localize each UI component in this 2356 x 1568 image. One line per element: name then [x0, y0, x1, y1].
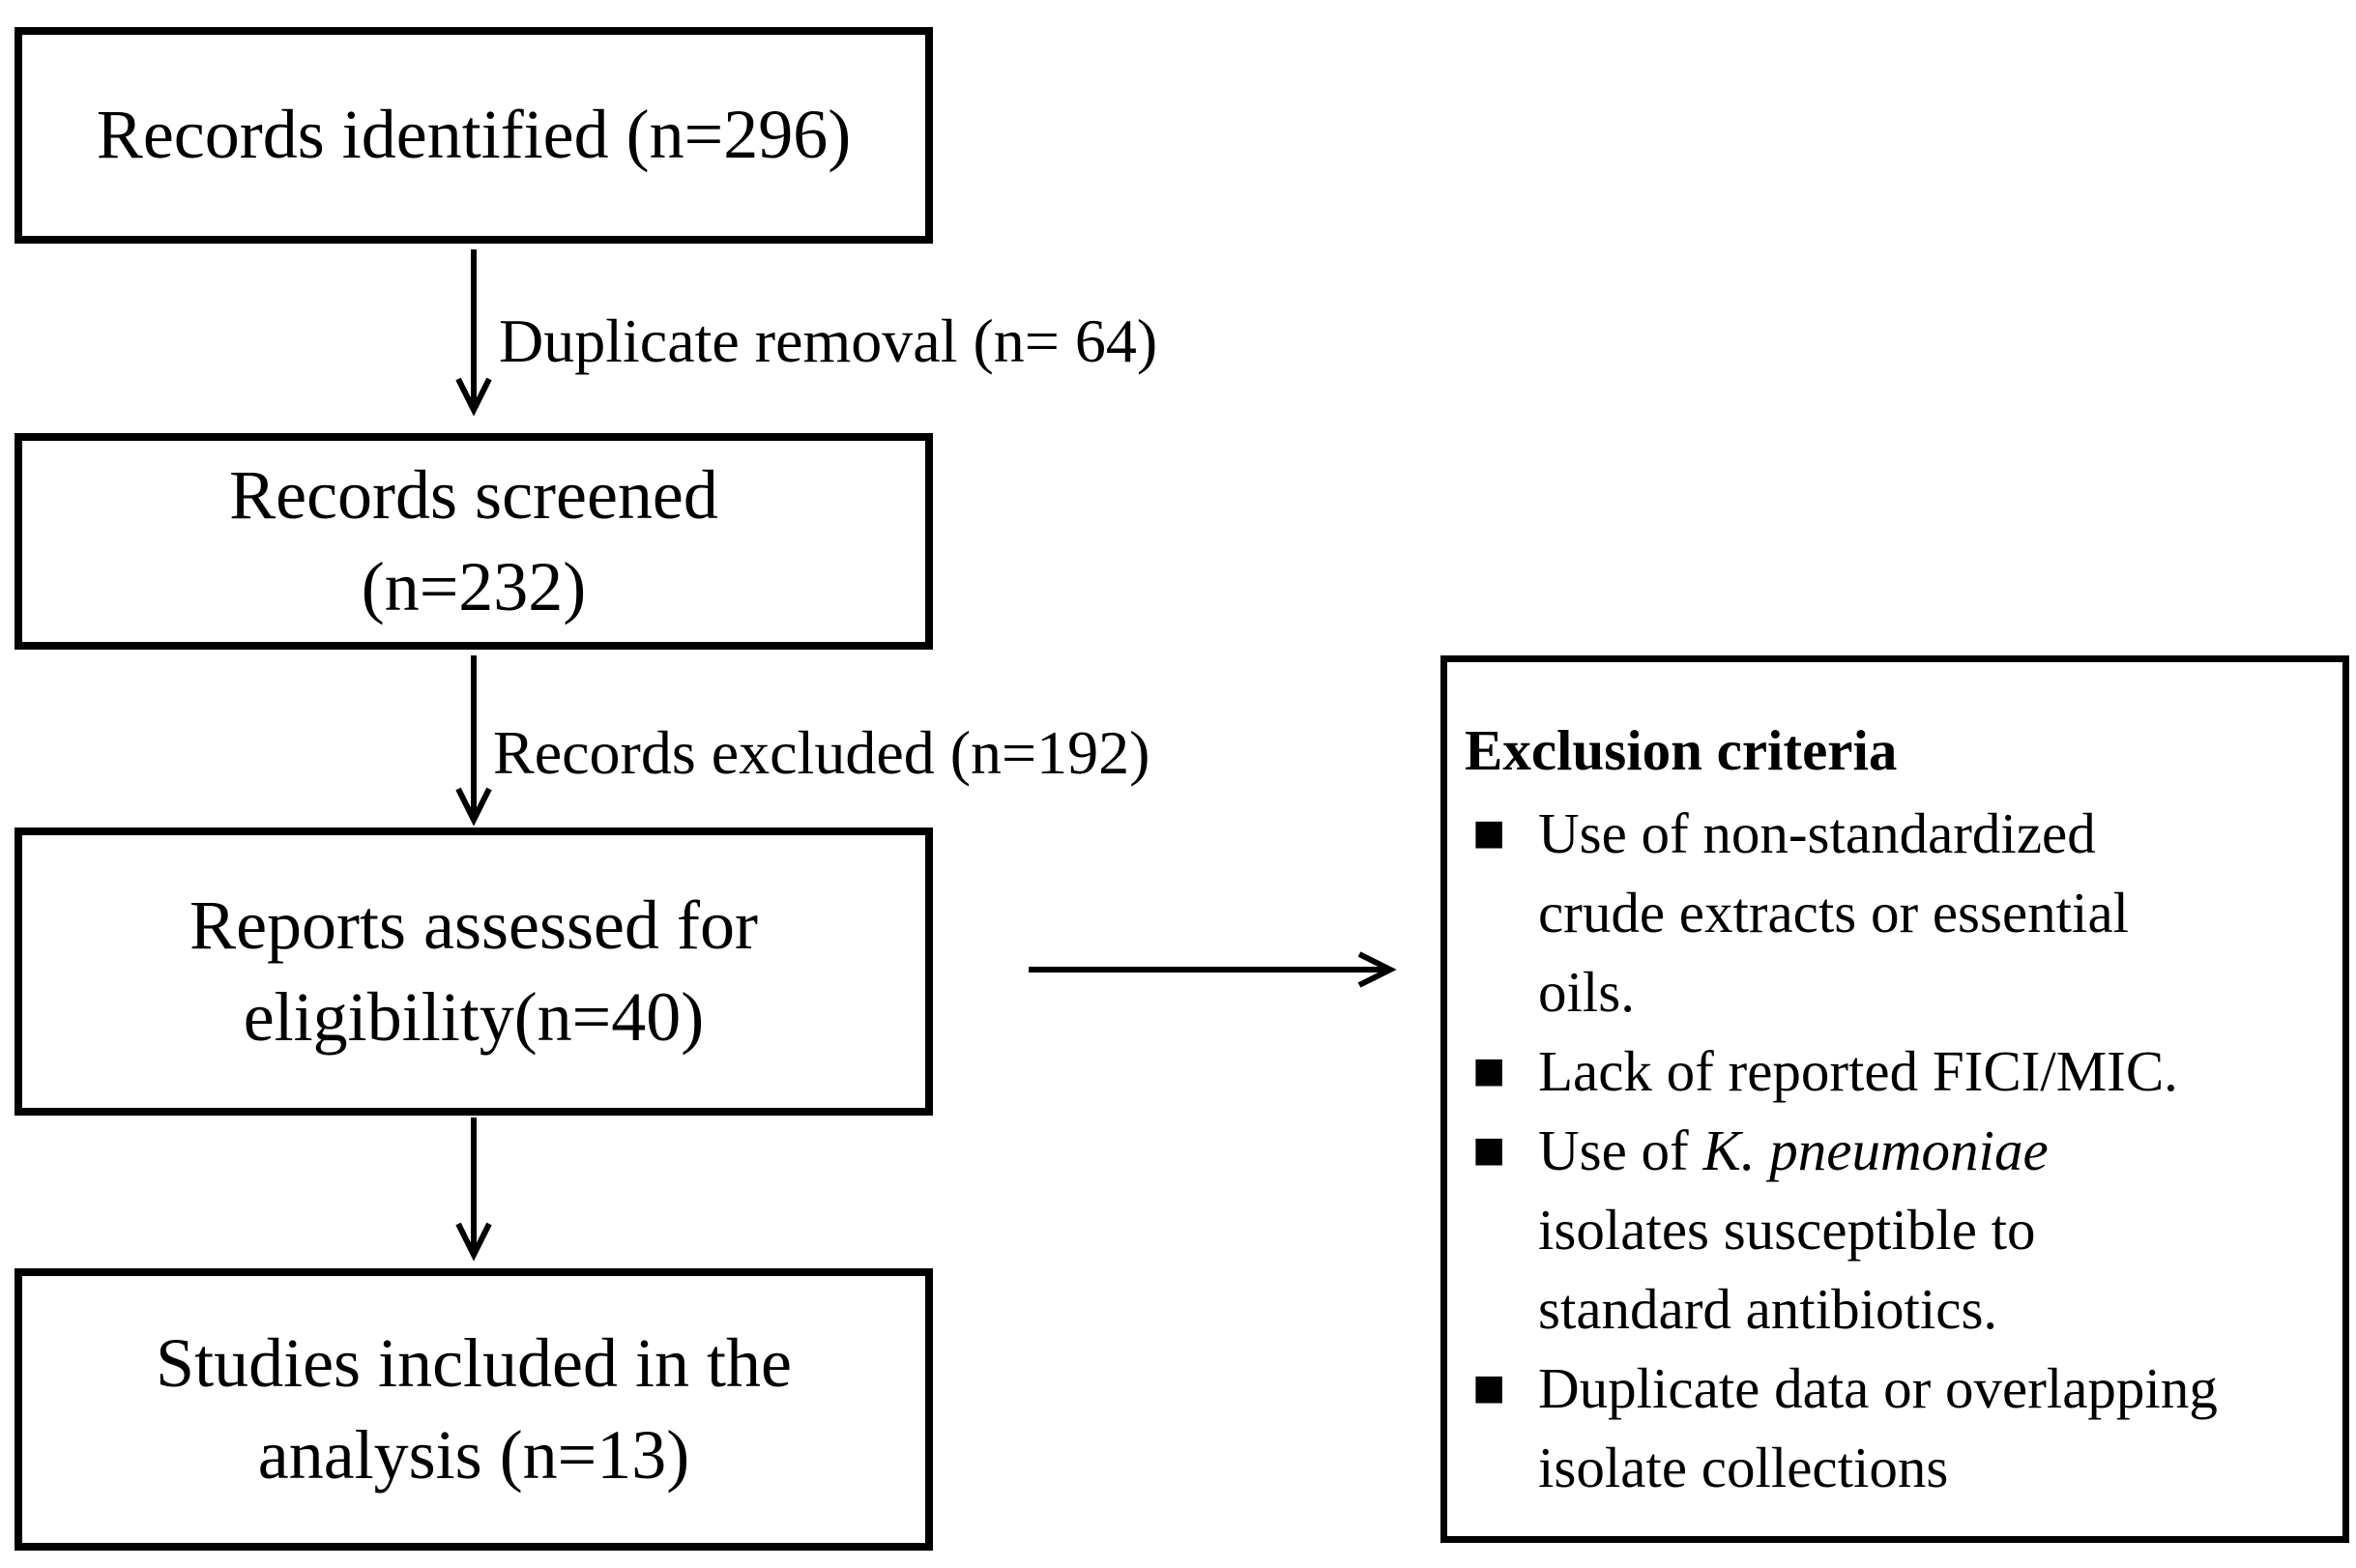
exclusion-item-line: Duplicate data or overlapping: [1538, 1356, 2218, 1420]
box-text-line: (n=232): [361, 548, 587, 625]
box-text-line: Records identified (n=296): [96, 96, 852, 174]
square-bullet-icon: ■: [1472, 1130, 1506, 1170]
right-arrow-icon: [1029, 951, 1397, 988]
down-arrow-icon: [455, 655, 492, 826]
exclusion-item-line: Use of non-standardized: [1538, 801, 2096, 865]
exclusion-item-line: standard antibiotics.: [1538, 1277, 1998, 1341]
flow-box-reports-assessed: Reports assessed for eligibility(n=40): [15, 828, 933, 1116]
exclusion-item-line-lead: Use of: [1538, 1118, 1703, 1182]
exclusion-item-text: Use of non-standardized crude extracts o…: [1538, 794, 2315, 1031]
box-text-line: eligibility(n=40): [243, 978, 705, 1056]
arrow-label-duplicate-removal: Duplicate removal (n= 64): [499, 306, 1158, 375]
exclusion-criteria-title: Exclusion criteria: [1465, 718, 1898, 782]
box-text-line: Studies included in the: [156, 1323, 792, 1402]
square-bullet-icon: ■: [1472, 1051, 1506, 1090]
arrow-label-records-excluded: Records excluded (n=192): [493, 718, 1150, 787]
exclusion-item-text: Lack of reported FICI/MIC.: [1538, 1031, 2315, 1111]
exclusion-item-line: isolate collections: [1538, 1436, 1949, 1499]
exclusion-item: ■ Use of non-standardized crude extracts…: [1465, 794, 2315, 1031]
exclusion-criteria-box: Exclusion criteria ■ Use of non-standard…: [1440, 655, 2349, 1543]
exclusion-item-line: Lack of reported FICI/MIC.: [1538, 1039, 2178, 1103]
flow-box-studies-included: Studies included in the analysis (n=13): [15, 1268, 933, 1551]
box-text-line: analysis (n=13): [257, 1416, 690, 1494]
exclusion-item: ■ Lack of reported FICI/MIC.: [1465, 1031, 2315, 1111]
flow-box-records-identified: Records identified (n=296): [15, 27, 933, 244]
exclusion-item-line: crude extracts or essential: [1538, 881, 2130, 944]
box-text-line: Reports assessed for: [189, 886, 758, 964]
exclusion-item-line: oils.: [1538, 960, 1635, 1024]
italic-species-name: K. pneumoniae: [1702, 1118, 2049, 1182]
down-arrow-icon: [455, 1118, 492, 1261]
exclusion-item-line: Use of K. pneumoniae: [1538, 1111, 2315, 1190]
exclusion-item-text: Duplicate data or overlapping isolate co…: [1538, 1349, 2315, 1507]
exclusion-item: ■ Duplicate data or overlapping isolate …: [1465, 1349, 2315, 1507]
box-text-line: Records screened: [229, 455, 718, 534]
exclusion-item-line: isolates susceptible to: [1538, 1198, 2036, 1262]
flow-box-records-screened: Records screened (n=232): [15, 433, 933, 650]
exclusion-item-text: Use of K. pneumoniae isolates susceptibl…: [1538, 1111, 2315, 1349]
square-bullet-icon: ■: [1472, 1368, 1506, 1408]
square-bullet-icon: ■: [1472, 813, 1506, 853]
exclusion-item: ■ Use of K. pneumoniae isolates suscepti…: [1465, 1111, 2315, 1349]
down-arrow-icon: [455, 249, 492, 416]
